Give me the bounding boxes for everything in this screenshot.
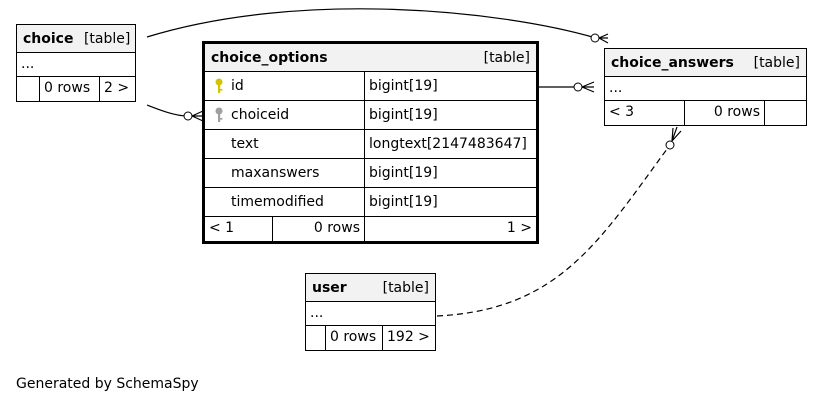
optional-marker — [665, 140, 675, 150]
table-type: [table] — [83, 30, 131, 47]
parents-cell — [306, 326, 326, 350]
crowfoot-marker — [581, 81, 595, 93]
optional-marker — [183, 111, 193, 121]
table-user[interactable]: user [table] ... 0 rows 192 > — [305, 273, 436, 351]
table-name: choice_answers — [611, 54, 734, 71]
foreign-key-icon — [215, 107, 223, 122]
column-type: bigint[19] — [369, 107, 438, 123]
relation-user-to-choice-answers — [436, 144, 671, 317]
table-type: [table] — [382, 279, 429, 296]
table-choice[interactable]: choice [table] ... 0 rows 2 > — [16, 24, 136, 102]
crowfoot-marker — [598, 33, 609, 44]
column-name: maxanswers — [231, 165, 320, 181]
column-name: timemodified — [231, 194, 324, 210]
column-type: bigint[19] — [369, 165, 438, 181]
table-choice-options[interactable]: choice_options [table] id bigint[19] cho… — [202, 41, 539, 244]
row-count: 0 rows — [685, 101, 765, 125]
table-footer: 0 rows 192 > — [306, 326, 435, 350]
parents-link[interactable]: < 1 — [205, 217, 273, 241]
optional-marker — [573, 82, 583, 92]
table-header: user [table] — [306, 274, 435, 302]
table-header: choice_answers [table] — [605, 49, 806, 77]
columns-ellipsis: ... — [17, 53, 135, 77]
column-name: id — [231, 78, 244, 94]
column-row[interactable]: choiceid bigint[19] — [205, 101, 536, 130]
table-header: choice [table] — [17, 25, 135, 53]
generated-by-label: Generated by SchemaSpy — [16, 376, 199, 392]
table-choice-answers[interactable]: choice_answers [table] ... < 3 0 rows — [604, 48, 807, 126]
table-name: user — [312, 279, 347, 296]
column-type: longtext[2147483647] — [369, 136, 527, 152]
primary-key-icon — [215, 78, 223, 93]
table-footer: < 1 0 rows 1 > — [205, 217, 536, 241]
column-row[interactable]: maxanswers bigint[19] — [205, 159, 536, 188]
table-name: choice — [23, 30, 74, 47]
children-link[interactable]: 1 > — [506, 220, 532, 236]
column-name: text — [231, 136, 259, 152]
parents-link[interactable]: < 3 — [605, 101, 685, 125]
table-type: [table] — [483, 49, 530, 66]
crowfoot-marker — [191, 110, 204, 122]
column-row[interactable]: id bigint[19] — [205, 72, 536, 101]
children-link[interactable]: 192 > — [387, 329, 430, 345]
optional-marker — [590, 33, 600, 43]
children-cell — [765, 101, 806, 125]
columns-ellipsis: ... — [306, 302, 435, 326]
crowfoot-marker — [671, 126, 682, 142]
table-footer: 0 rows 2 > — [17, 77, 135, 101]
children-link[interactable]: 2 > — [104, 80, 130, 96]
row-count: 0 rows — [326, 326, 383, 350]
relation-choice-to-choice-options — [146, 104, 189, 117]
columns-ellipsis: ... — [605, 77, 806, 101]
column-name: choiceid — [231, 107, 290, 123]
column-type: bigint[19] — [369, 78, 438, 94]
column-row[interactable]: timemodified bigint[19] — [205, 188, 536, 217]
table-type: [table] — [753, 54, 800, 71]
row-count: 0 rows — [273, 217, 365, 241]
table-footer: < 3 0 rows — [605, 101, 806, 125]
column-type: bigint[19] — [369, 194, 438, 210]
table-name: choice_options — [211, 49, 328, 66]
relation-choice-to-choice-answers — [146, 8, 597, 39]
table-header: choice_options [table] — [205, 44, 536, 72]
column-row[interactable]: text longtext[2147483647] — [205, 130, 536, 159]
parents-cell — [17, 77, 40, 101]
row-count: 0 rows — [40, 77, 100, 101]
